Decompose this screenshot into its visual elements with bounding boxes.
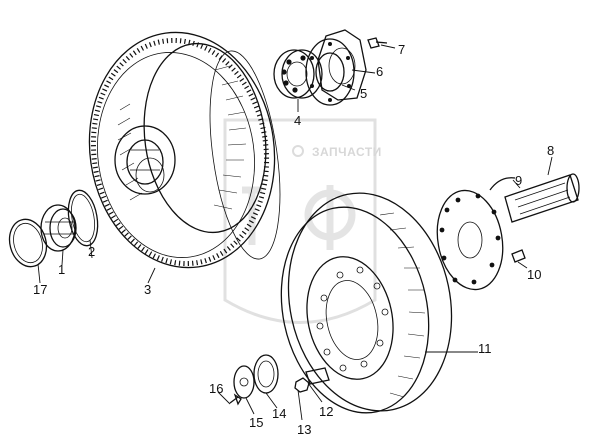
callouts: 1 2 3 4 5 6 7 8 9 10 11 12 13 14 15 16 1… xyxy=(33,42,554,437)
part-12-plate xyxy=(305,367,330,385)
callout-10: 10 xyxy=(527,267,541,282)
part-11-disc xyxy=(280,192,453,414)
hub-3 xyxy=(114,125,176,195)
callout-2: 2 xyxy=(88,244,95,259)
callout-4: 4 xyxy=(294,113,301,128)
callout-13: 13 xyxy=(297,422,311,437)
part-9-hub-flange xyxy=(436,177,516,291)
callout-5: 5 xyxy=(360,86,367,101)
part-10-pin xyxy=(511,249,526,263)
part-7-bolt xyxy=(367,37,388,49)
part-3-ring-gear xyxy=(88,31,281,269)
part-8-shaft xyxy=(504,173,580,223)
part-15-lock-plate xyxy=(233,365,255,399)
callout-15: 15 xyxy=(249,415,263,430)
ring-gear-shading xyxy=(117,65,247,210)
callout-12: 12 xyxy=(319,404,333,419)
watermark-logo: ЗАПЧАСТИ xyxy=(223,118,382,324)
callout-6: 6 xyxy=(376,64,383,79)
disc-bolt-holes xyxy=(316,266,389,372)
watermark-gear-icon xyxy=(292,145,304,157)
part-4-bearing xyxy=(273,49,323,99)
callout-11: 11 xyxy=(478,341,492,356)
part-16-bolt xyxy=(229,393,242,406)
bearing-balls xyxy=(281,55,306,93)
callout-16: 16 xyxy=(209,381,223,396)
callout-8: 8 xyxy=(547,143,554,158)
part-14-washer xyxy=(253,354,279,394)
part-17-snap-ring xyxy=(8,218,48,268)
callout-3: 3 xyxy=(144,282,151,297)
callout-17: 17 xyxy=(33,282,47,297)
disc-shading xyxy=(379,212,426,398)
part-1-cover xyxy=(40,204,77,252)
callout-9: 9 xyxy=(515,173,522,188)
watermark-brand-text: ЗАПЧАСТИ xyxy=(312,145,382,159)
callout-1: 1 xyxy=(58,262,65,277)
callout-14: 14 xyxy=(272,406,286,421)
part-6-gasket xyxy=(317,29,367,101)
callout-7: 7 xyxy=(398,42,405,57)
part-13-nut xyxy=(294,377,310,393)
leader-lines xyxy=(37,44,553,421)
part-2-seal-ring xyxy=(67,189,99,247)
